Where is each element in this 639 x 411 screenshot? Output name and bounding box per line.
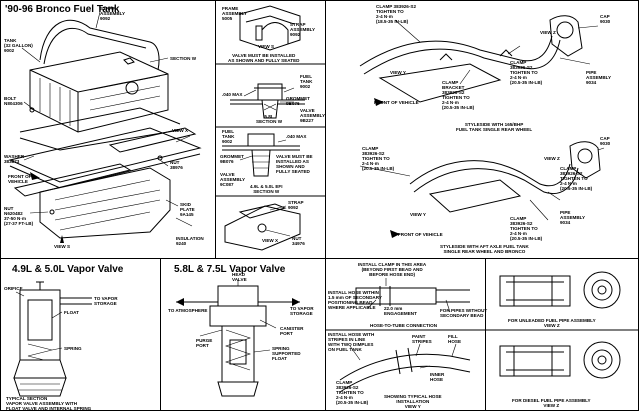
p58-head-valve: HEAD VALVE xyxy=(232,272,247,282)
ur-pipe-bottom: PIPE ASSEMBLY 9034 xyxy=(560,210,586,225)
inset-valve-max: .040 MAX xyxy=(222,92,243,97)
p58-canister-port: CANISTER PORT xyxy=(280,326,304,336)
label-front-of-vehicle: FRONT OF VEHICLE xyxy=(8,174,32,184)
label-skid-plate: SKID PLATE 9A145 xyxy=(180,202,195,217)
inset-valve-drawing xyxy=(230,83,305,119)
hose-engagement: 22.0 mm ENGAGEMENT xyxy=(384,306,417,316)
label-strap-assembly: STRAP ASSEMBLY 9092 xyxy=(100,6,126,21)
pipes-diesel-caption: FOR DIESEL FUEL PIPE ASSEMBLY VIEW Z xyxy=(512,398,591,408)
inset-valve-grommet: GROMMET 9B076 xyxy=(286,96,310,106)
ur-clamp-lower: CLAMP 383926-S2 TIGHTEN TO 2-4 N·m (20.5… xyxy=(510,216,543,241)
ur-view-z-top: VIEW Z xyxy=(540,30,556,35)
hose-for-pipes: FOR PIPES WITHOUT SECONDARY BEAD xyxy=(440,308,488,318)
p58-purge-port: PURGE PORT xyxy=(196,338,213,348)
inset-strap-drawing xyxy=(224,203,301,251)
hose-install-clamp: INSTALL CLAMP IN THIS AREA (BEYOND FIRST… xyxy=(358,262,427,277)
p58-to-vapor: TO VAPOR STORAGE xyxy=(290,306,314,316)
label-insulation: INSULATION 9240 xyxy=(176,236,204,246)
label-section-w: SECTION W xyxy=(170,56,197,61)
label-washer: WASHER 383873 xyxy=(4,154,25,164)
inset-valve2-grommet: GROMMET 9B076 xyxy=(220,154,244,164)
hose-paint-stripes: PAINT STRIPES xyxy=(412,334,432,344)
ur-clamp-bottom-right: CLAMP 383926-S2 TIGHTEN TO 2-4 N·m (20.5… xyxy=(560,166,593,191)
hose-to-tube: HOSE-TO-TUBE CONNECTION xyxy=(370,323,438,328)
ur-cap-bottom: CAP 9030 xyxy=(600,136,611,146)
label-nut-38976: NUT 38976 xyxy=(170,160,183,170)
vapor-valve-58-drawing xyxy=(176,280,300,397)
inset-s-drawing xyxy=(239,5,301,51)
ur-front-bottom: FRONT OF VEHICLE xyxy=(398,232,443,237)
ur-cap-top: CAP 9030 xyxy=(600,14,611,24)
p49-float: FLOAT xyxy=(64,310,79,315)
inset-s-caption: VIEW S xyxy=(258,44,275,49)
ur-clamp-mid: CLAMP 383926-S2 TIGHTEN TO 2-4 N·m (20.5… xyxy=(510,60,543,85)
ur-pipe-top: PIPE ASSEMBLY 9034 xyxy=(586,70,612,85)
inset-valve-assembly: VALVE ASSEMBLY 9B227 xyxy=(300,108,326,123)
inset-valve2-caption: 4.9L & 5.0L EFI SECTION W xyxy=(250,184,283,194)
upper-right-pipe-drawing xyxy=(359,15,605,238)
inset-s-strap-assembly: STRAP ASSEMBLY 9092 xyxy=(290,22,316,37)
p49-spring: SPRING xyxy=(64,346,82,351)
inset-valve-caption: 5.8L SECTION W xyxy=(256,114,283,124)
inset-valve2-drawing xyxy=(222,133,300,177)
ur-clamp-bottom-left: CLAMP 383926-S2 TIGHTEN TO 2-4 N·m (20.5… xyxy=(362,146,395,171)
ur-clamp-top: CLAMP 383926-S2 TIGHTEN TO 2-4 N·m (18.5… xyxy=(376,4,417,24)
label-view-x: VIEW X xyxy=(172,128,189,133)
inset-strap-nut: NUT 34976 xyxy=(292,236,305,246)
inset-strap-label: STRAP 9092 xyxy=(288,200,304,210)
inset-valve2-note: VALVE MUST BE INSTALLED AS SHOWN AND FUL… xyxy=(276,154,313,174)
vapor-valve-49-drawing xyxy=(13,281,92,397)
label-nut-torque: NUT N620482 37-50 N·m (27-37 FT-LB) xyxy=(4,206,34,226)
inset-valve-fuel-tank: FUEL TANK 9002 xyxy=(300,74,313,89)
ur-clamp-bracket: CLAMP BRACKET 383926-S2 TIGHTEN TO 2-4 N… xyxy=(442,80,475,110)
hose-inner-hose: INNER HOSE xyxy=(430,372,445,382)
inset-valve2-assembly: VALVE ASSEMBLY 9C087 xyxy=(220,172,246,187)
inset-valve-note: VALVE MUST BE INSTALLED AS SHOWN AND FUL… xyxy=(228,53,300,63)
inset-valve2-fuel-tank: FUEL TANK 9002 xyxy=(222,129,235,144)
fuel-tank-drawing xyxy=(8,11,202,243)
p49-to-vapor: TO VAPOR STORAGE xyxy=(94,296,118,306)
pipes-unleaded-caption: FOR UNLEADED FUEL PIPE ASSEMBLY VIEW Z xyxy=(508,318,596,328)
hose-install-hose: INSTALL HOSE WITHIN 1.5 mm OF SECONDARY … xyxy=(328,290,382,310)
label-tank: TANK (32 GALLON) 9002 xyxy=(4,38,33,53)
panel-49-title: 4.9L & 5.0L Vapor Valve xyxy=(12,264,124,275)
hose-install-with-stripes: INSTALL HOSE WITH STRIPES IN LINE WITH T… xyxy=(328,332,375,352)
p49-orifice: ORIFICE xyxy=(4,286,23,291)
inset-s-frame-assembly: FRAME ASSEMBLY 5005 xyxy=(222,6,248,21)
main-title: '90-96 Bronco Fuel Tank xyxy=(5,4,120,15)
hose-caption: SHOWING TYPICAL HOSE INSTALLATION VIEW Y xyxy=(384,394,442,409)
ur-view-z-bottom: VIEW Z xyxy=(544,156,560,161)
p58-spring-float: SPRING SUPPORTED FLOAT xyxy=(272,346,301,361)
fuel-pipe-views-drawing xyxy=(499,271,621,379)
panel-58-title: 5.8L & 7.5L Vapor Valve xyxy=(174,264,286,275)
p49-caption: TYPICAL SECTION VAPOR VALVE ASSEMBLY WIT… xyxy=(6,396,92,411)
inset-strap-view: VIEW X xyxy=(262,238,279,243)
ur-view-y-bottom: VIEW Y xyxy=(410,212,426,217)
hose-connection-drawing xyxy=(339,278,471,393)
hose-fill-hose: FILL HOSE xyxy=(448,334,462,344)
inset-valve2-max: .040 MAX xyxy=(286,134,307,139)
label-view-s: VIEW S xyxy=(54,244,71,249)
ur-view-y-top: VIEW Y xyxy=(390,70,406,75)
ur-front-top: FRONT OF VEHICLE xyxy=(374,100,419,105)
hose-clamp: CLAMP 383926-S2 TIGHTEN TO 2-4 N·m (20.5… xyxy=(336,380,369,405)
ur-caption-top: STYLESIDE WITH 165/BHP FUEL TANK SINGLE … xyxy=(456,122,533,132)
p58-to-atmosphere: TO ATMOSPHERE xyxy=(168,308,208,313)
label-bolt: BOLT N804306 xyxy=(4,96,23,106)
ur-caption-bottom: STYLESIDE WITH AFT AXLE FUEL TANK SINGLE… xyxy=(440,244,529,254)
